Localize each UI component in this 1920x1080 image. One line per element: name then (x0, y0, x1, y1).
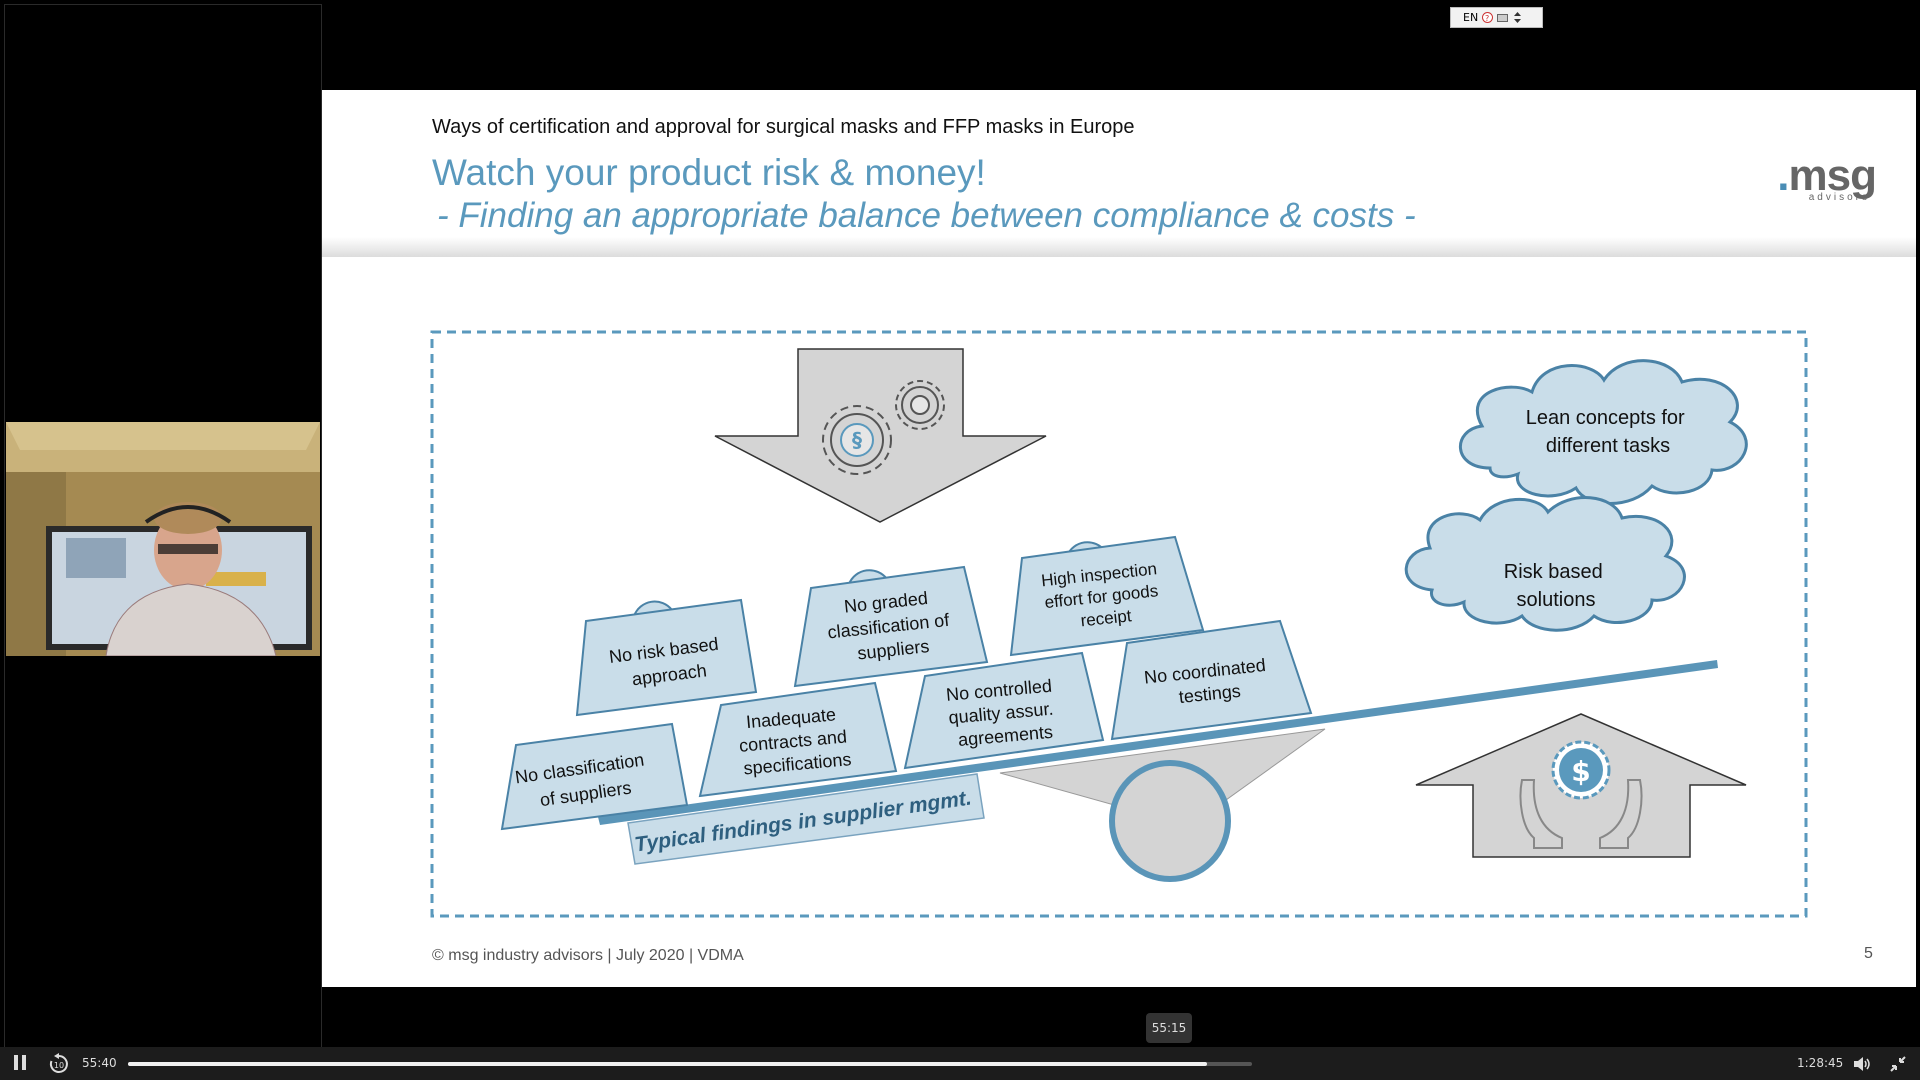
volume-button[interactable] (1852, 1054, 1872, 1074)
help-icon[interactable]: ? (1482, 12, 1493, 23)
seek-bar[interactable] (128, 1062, 1252, 1066)
webcam-feed-image (6, 422, 320, 656)
language-toolbar[interactable]: EN ? (1450, 7, 1543, 28)
cloud-label: Risk based (1504, 561, 1603, 583)
cloud-label: different tasks (1546, 435, 1670, 457)
weight-inadequate-contracts: Inadequate contracts and specifications (700, 683, 896, 796)
cloud-label: solutions (1517, 589, 1596, 611)
exit-fullscreen-icon (1888, 1054, 1908, 1074)
balance-diagram: § Typical findings in supplier mgmt. (322, 90, 1916, 987)
svg-text:?: ? (1485, 14, 1489, 23)
player-controls: 10 55:40 1:28:45 (0, 1047, 1920, 1080)
rewind-10-button[interactable]: 10 (48, 1053, 70, 1075)
cloud-risk-based: Risk based solutions (1406, 498, 1684, 631)
current-time: 55:40 (82, 1056, 117, 1070)
fulcrum (1000, 729, 1325, 879)
weight-no-graded-classification: No graded classification of suppliers (795, 567, 987, 686)
rewind-seconds: 10 (54, 1061, 64, 1070)
cost-arrow: $ (1416, 714, 1746, 857)
compliance-arrow: § (715, 349, 1046, 522)
dollar-symbol: $ (1571, 755, 1590, 788)
seek-bar-progress (128, 1062, 1207, 1066)
weight-no-risk-based: No risk based approach (577, 600, 756, 715)
cloud-label: Lean concepts for (1526, 407, 1685, 429)
pause-icon-bar-right (22, 1055, 26, 1070)
small-gear-icon (896, 381, 944, 429)
slide-footer: © msg industry advisors | July 2020 | VD… (432, 947, 744, 965)
webcam-video (6, 422, 320, 656)
gear-icon: § (823, 406, 891, 474)
options-arrows-icon[interactable] (1512, 12, 1523, 23)
paragraph-symbol: § (852, 428, 862, 452)
seek-time-tooltip: 55:15 (1146, 1013, 1192, 1043)
total-time: 1:28:45 (1797, 1056, 1843, 1070)
language-label[interactable]: EN (1463, 11, 1478, 24)
rewind-icon: 10 (48, 1053, 70, 1075)
pause-button[interactable] (14, 1055, 30, 1073)
presentation-slide: Ways of certification and approval for s… (322, 90, 1916, 987)
exit-fullscreen-button[interactable] (1888, 1054, 1908, 1074)
svg-text:No controlled quality: No controlled quality assur. agreements (945, 675, 1061, 750)
keyboard-icon[interactable] (1497, 12, 1508, 23)
volume-icon (1852, 1054, 1872, 1074)
pause-icon-bar-left (14, 1055, 18, 1070)
svg-text:Inadequate contracts a: Inadequate contracts and specifications (736, 703, 854, 779)
slide-page-number: 5 (1864, 945, 1873, 963)
cloud-lean-concepts: Lean concepts for different tasks (1460, 361, 1746, 504)
